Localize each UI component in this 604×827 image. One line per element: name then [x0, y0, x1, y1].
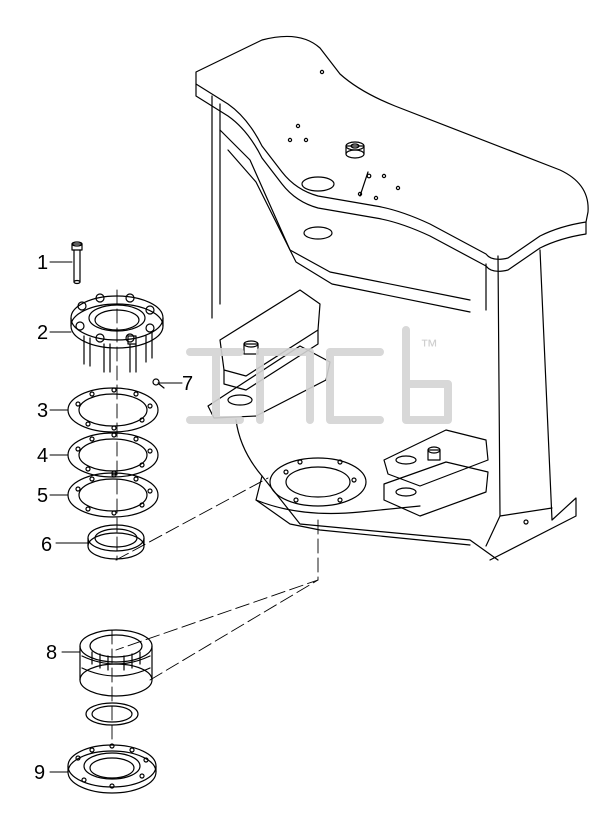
watermark-tm: ™ [420, 336, 438, 356]
seal-ring-part [87, 524, 145, 560]
callout-6: 6 [41, 534, 52, 556]
watermark-logo [186, 326, 452, 424]
callout-8: 8 [46, 642, 57, 664]
callout-5: 5 [37, 485, 48, 507]
callout-9: 9 [34, 762, 45, 784]
callout-4: 4 [37, 445, 48, 467]
main-frame [195, 35, 589, 561]
leader-lines [49, 261, 183, 773]
bolt-part [71, 241, 83, 285]
lower-flange-part [67, 743, 157, 794]
callout-2: 2 [37, 322, 48, 344]
shim-plate-4 [67, 432, 159, 478]
shim-plate-3 [67, 387, 159, 433]
bearing-part [79, 629, 153, 697]
assembly-lines [111, 289, 319, 741]
shim-plate-5 [67, 472, 159, 518]
callout-7: 7 [182, 373, 193, 395]
callout-3: 3 [37, 400, 48, 422]
callout-1: 1 [37, 252, 48, 274]
grease-nipple-part [152, 378, 165, 389]
